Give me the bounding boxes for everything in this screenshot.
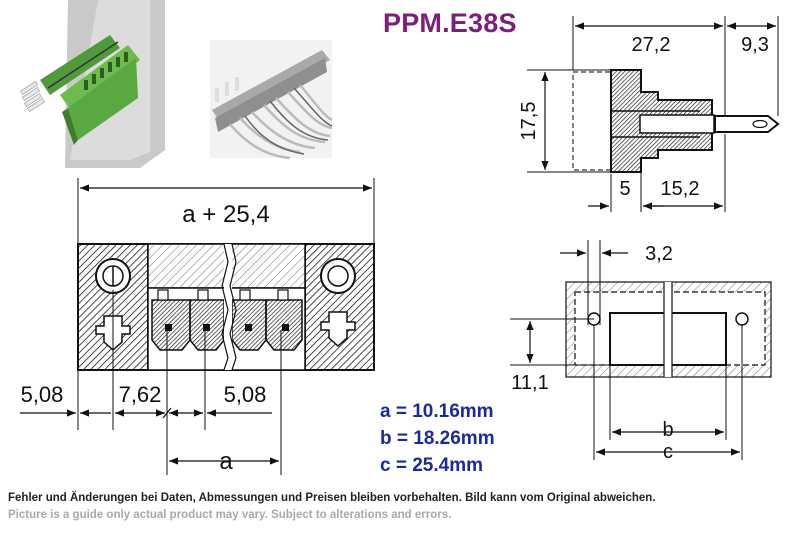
panel-cutout <box>510 240 772 460</box>
dim-pitch: 7,62 <box>119 382 162 407</box>
disclaimer-english: Picture is a guide only actual product m… <box>8 509 452 521</box>
dim-left-offset: 5,08 <box>21 382 64 407</box>
disclaimer-german: Fehler und Änderungen bei Daten, Abmessu… <box>8 492 656 504</box>
dim-height: 17,5 <box>518 102 540 141</box>
formula-b: b = 18.26mm <box>380 428 495 449</box>
dim-hole-dia: 3,2 <box>645 243 673 265</box>
dim-pin-length: 9,3 <box>741 34 769 56</box>
dim-right-offset: 5,08 <box>224 382 267 407</box>
dim-overall: a + 25,4 <box>182 201 269 228</box>
dim-body-depth: 15,2 <box>661 178 700 200</box>
front-view <box>20 178 375 475</box>
formula-a: a = 10.16mm <box>380 401 494 422</box>
formula-c: c = 25.4mm <box>380 455 483 476</box>
side-view <box>527 16 780 212</box>
product-title: PPM.E38S <box>383 8 517 38</box>
product-photo-wired <box>210 40 333 160</box>
dim-side-width: 27,2 <box>632 34 671 56</box>
dim-pitch-var: a <box>219 448 233 475</box>
dim-cutout-b: b <box>662 419 673 441</box>
product-photo-panel-mount <box>19 0 165 168</box>
dim-cutout-c: c <box>663 441 673 463</box>
dim-cutout-height: 11,1 <box>511 372 548 394</box>
dim-flange: 5 <box>619 178 630 200</box>
